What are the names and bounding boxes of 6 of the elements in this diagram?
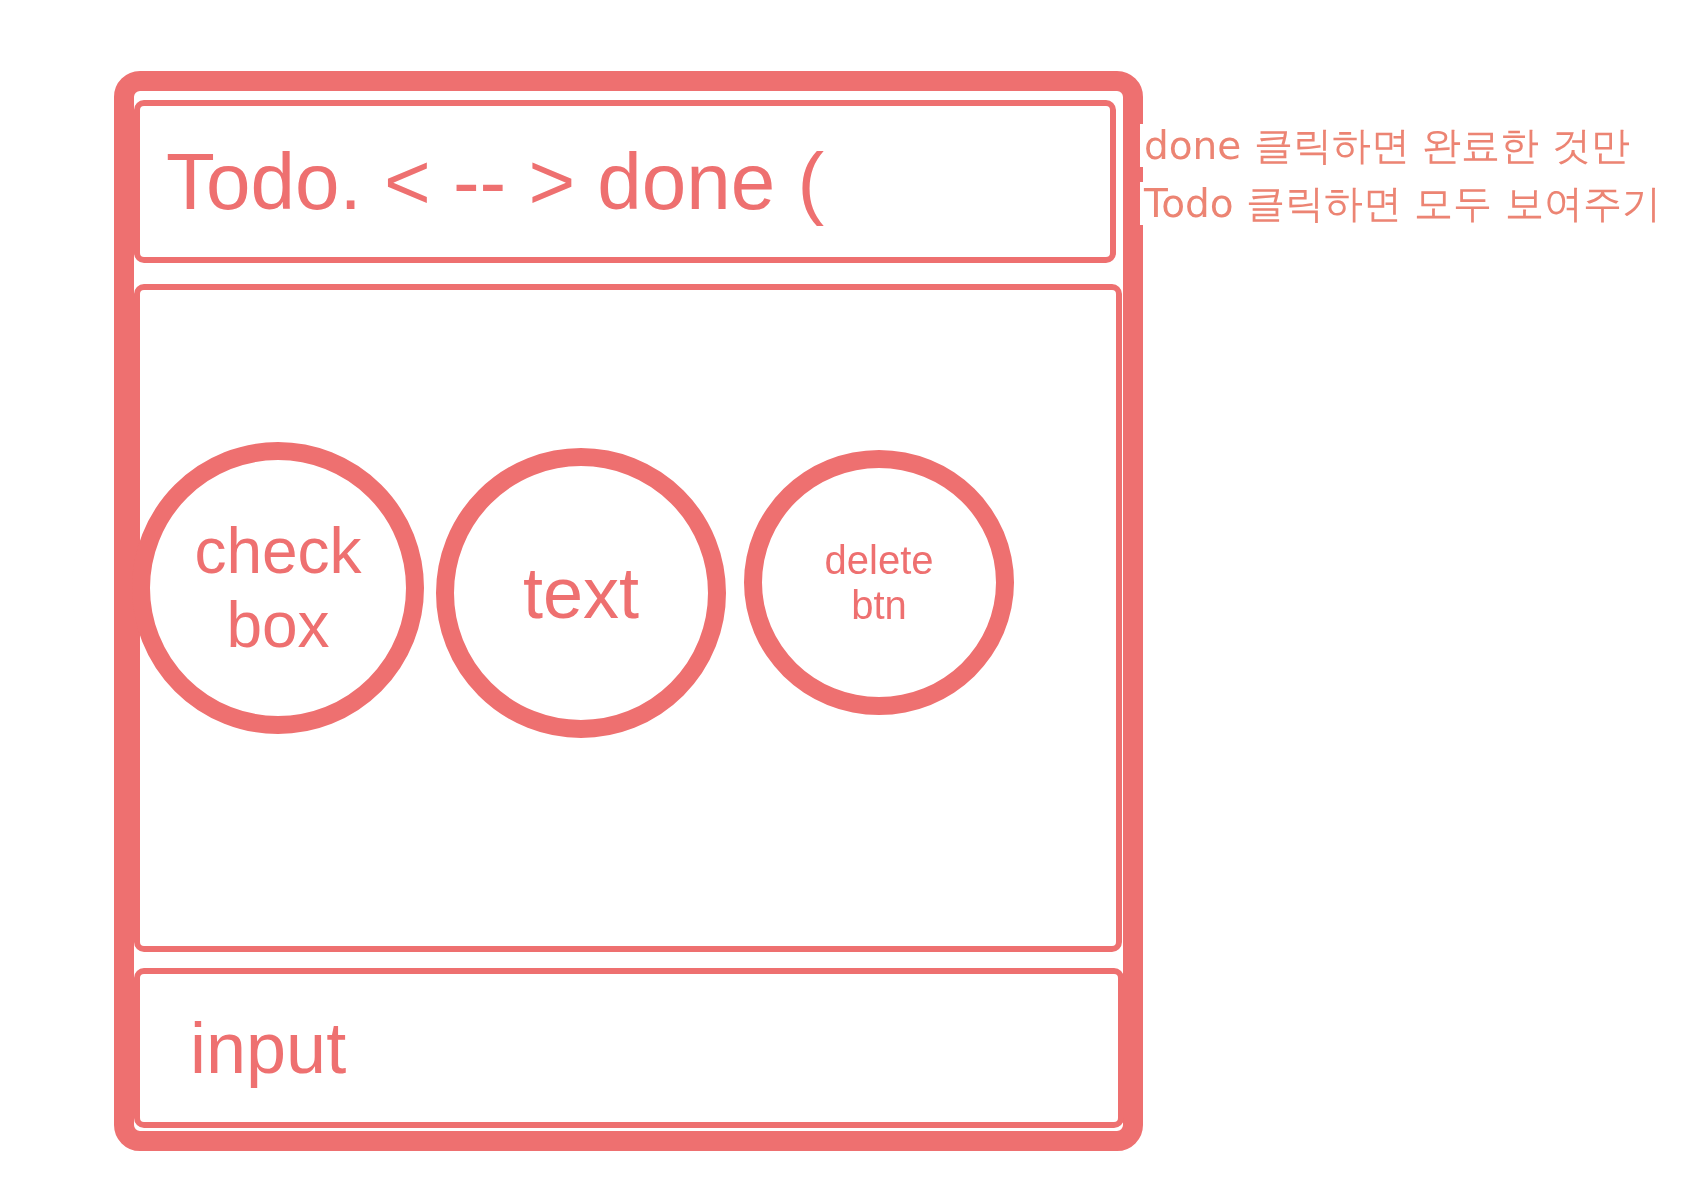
header-bar: Todo. < -- > done ( <box>134 100 1116 263</box>
text-circle: text <box>436 448 726 738</box>
delete-button-circle: delete btn <box>744 450 1014 715</box>
list-area <box>134 284 1122 952</box>
input-field: input <box>134 968 1124 1128</box>
wireframe-frame <box>114 71 1143 1151</box>
